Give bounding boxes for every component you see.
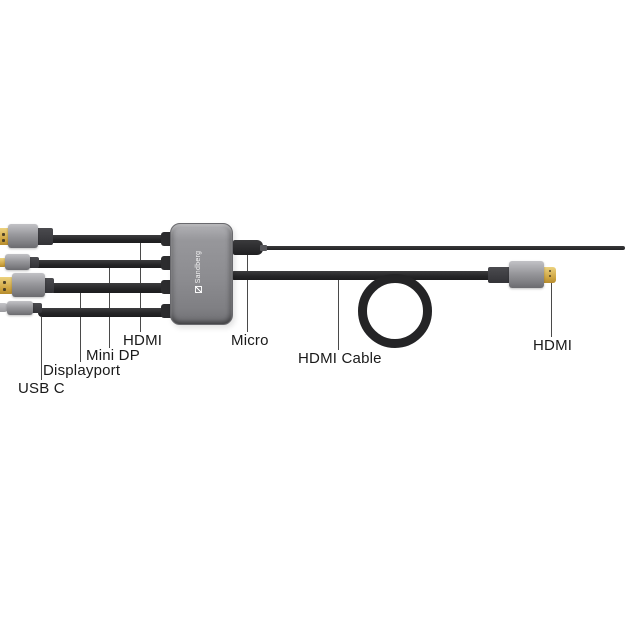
hdmi-right-plug-body [509, 261, 544, 288]
leader-line-displayport [80, 293, 81, 362]
mini-dp-plug-body [5, 254, 30, 270]
leader-line-micro [247, 255, 248, 332]
usb-c-plug-neck [31, 303, 42, 313]
displayport-plug-contacts [3, 281, 6, 284]
displayport-plug-contacts [3, 288, 6, 291]
hdmi-plug-contacts [2, 239, 5, 242]
usb-c-plug-tip [0, 303, 9, 312]
micro-cable [262, 246, 625, 250]
sandberg-logo: Sandberg [192, 250, 204, 294]
label-mini-dp: Mini DP [86, 347, 140, 364]
mini-dp-plug-tip [0, 258, 7, 267]
adapter-hub [170, 223, 233, 325]
label-hdmi-left: HDMI [123, 332, 163, 349]
label-displayport: Displayport [43, 362, 121, 379]
usb-c-plug-body [7, 301, 33, 315]
mini-dp-plug-neck [28, 257, 39, 268]
label-micro: Micro [231, 332, 269, 349]
hdmi-right-plug-contacts [549, 270, 551, 272]
leader-line-usb-c [41, 317, 42, 380]
hdmi-plug-neck [36, 228, 53, 245]
micro-plug-neck [260, 245, 267, 251]
micro-plug [233, 240, 263, 255]
label-hdmi-cable: HDMI Cable [298, 350, 382, 367]
hdmi-plug-body [8, 224, 38, 248]
displayport-cable [50, 283, 168, 293]
usb-c-cable [38, 308, 168, 317]
label-hdmi-right: HDMI [533, 337, 573, 354]
sandberg-logo-icon [194, 286, 202, 294]
hdmi-cable-run [230, 271, 492, 280]
hdmi-right-plug-contacts [549, 275, 551, 277]
mini-dp-cable [34, 260, 168, 268]
hdmi-cable-left [46, 235, 168, 243]
leader-line-hdmi-cable [338, 280, 339, 350]
sandberg-logo-text: Sandberg [194, 250, 202, 284]
displayport-plug-body [12, 273, 45, 297]
leader-line-hdmi-right [551, 282, 552, 337]
hdmi-right-strain-relief [488, 267, 512, 283]
label-usb-c: USB C [18, 380, 65, 397]
hdmi-plug-contacts [2, 233, 5, 236]
displayport-plug-neck [43, 278, 54, 293]
hdmi-cable-loop [358, 274, 432, 348]
hdmi-plug-tip [0, 228, 11, 245]
